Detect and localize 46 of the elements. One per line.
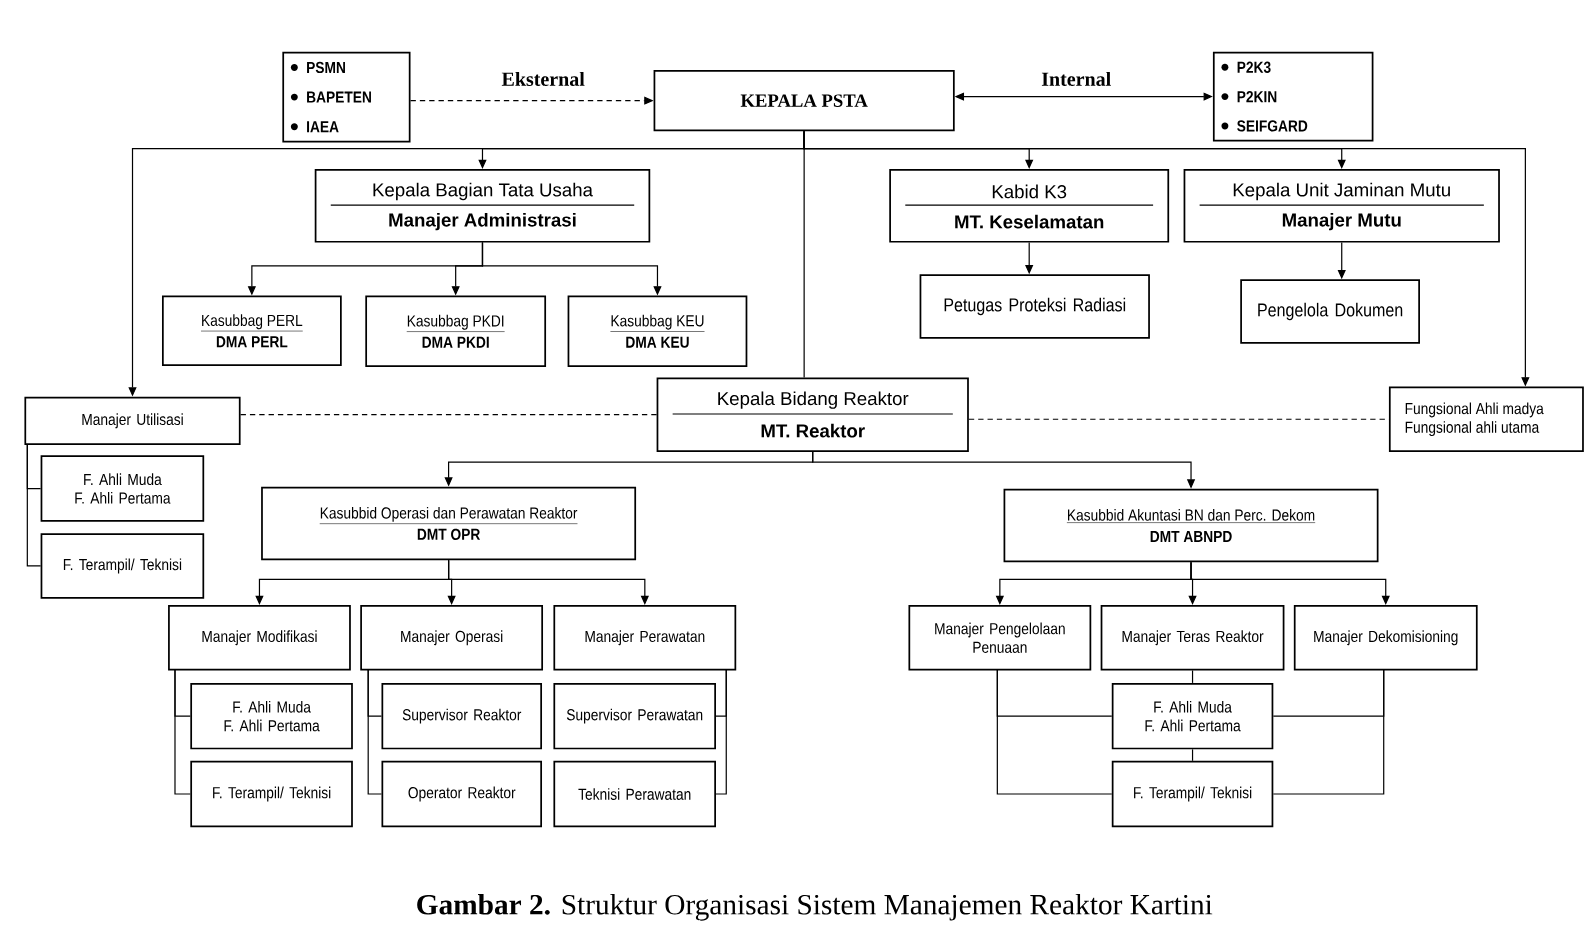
- position-box: Manajer Perawatan: [553, 605, 737, 671]
- connector: [1191, 670, 1194, 684]
- list-box: PSMN BAPETEN IAEA: [282, 51, 411, 143]
- position-box: Kabid K3 MT. Keselamatan: [889, 169, 1170, 243]
- position-box: Fungsional Ahli madya Fungsional ahli utama: [1388, 386, 1584, 453]
- position-box: F. Terampil/ Teknisi: [190, 761, 353, 828]
- position-box: Pengelola Dokumen: [1240, 279, 1420, 344]
- position-box: Kasubbid Akuntasi BN dan Perc. Dekom DMT ABNPD: [1003, 488, 1379, 563]
- position-box: F. Ahli Muda F. Ahli Pertama: [40, 455, 205, 522]
- connector: [996, 669, 1113, 795]
- connector: [715, 669, 727, 795]
- position-box: Kasubbid Operasi dan Perawatan Reaktor DMT OPR: [261, 486, 637, 561]
- position-box: Manajer Pengelolaan Penuaan: [908, 605, 1092, 671]
- position-box: Kasubbag KEU DMA KEU: [567, 295, 748, 368]
- position-box: Manajer Modifikasi: [168, 605, 351, 671]
- position-box: Kasubbag PKDI DMA PKDI: [365, 295, 547, 368]
- position-box: F. Ahli Muda F. Ahli Pertama: [1111, 683, 1274, 750]
- position-box: Operator Reaktor: [381, 761, 542, 828]
- position-box: Kepala Unit Jaminan Mutu Manajer Mutu: [1183, 169, 1500, 243]
- position-box: Kepala Bagian Tata Usaha Manajer Administrasi: [314, 169, 651, 243]
- position-box: Kasubbag PERL DMA PERL: [162, 295, 342, 367]
- position-box: Manajer Teras Reaktor: [1100, 605, 1285, 671]
- position-box: Supervisor Perawatan: [553, 683, 716, 750]
- connector: [968, 418, 1390, 421]
- position-box: Manajer Dekomisioning: [1293, 605, 1478, 671]
- edge-label: Eksternal: [501, 72, 585, 87]
- position-box: F. Ahli Muda F. Ahli Pertama: [190, 683, 353, 750]
- connector: [240, 414, 658, 416]
- position-box: F. Terampil/ Teknisi: [40, 533, 205, 599]
- edge-label: Internal: [1041, 72, 1111, 87]
- position-box: Supervisor Reaktor: [381, 683, 542, 750]
- connector: [174, 669, 191, 795]
- position-box: Kepala Bidang Reaktor MT. Reaktor: [656, 377, 969, 453]
- connector: [1272, 669, 1385, 795]
- connector: [803, 130, 805, 379]
- connector: [367, 669, 383, 795]
- position-box: F. Terampil/ Teknisi: [1111, 761, 1274, 828]
- list-box: P2K3 P2KIN SEIFGARD: [1212, 51, 1374, 142]
- connector: [1191, 749, 1194, 762]
- position-box: KEPALA PSTA: [653, 70, 955, 132]
- position-box: Teknisi Perawatan: [553, 761, 716, 828]
- position-box: Petugas Proteksi Radiasi: [919, 274, 1150, 339]
- caption: Gambar 2. Struktur Organisasi Sistem Manajemen Reaktor Kartini: [417, 894, 1213, 921]
- connector: [26, 443, 42, 567]
- position-box: Manajer Utilisasi: [24, 396, 241, 446]
- position-box: Manajer Operasi: [360, 605, 544, 671]
